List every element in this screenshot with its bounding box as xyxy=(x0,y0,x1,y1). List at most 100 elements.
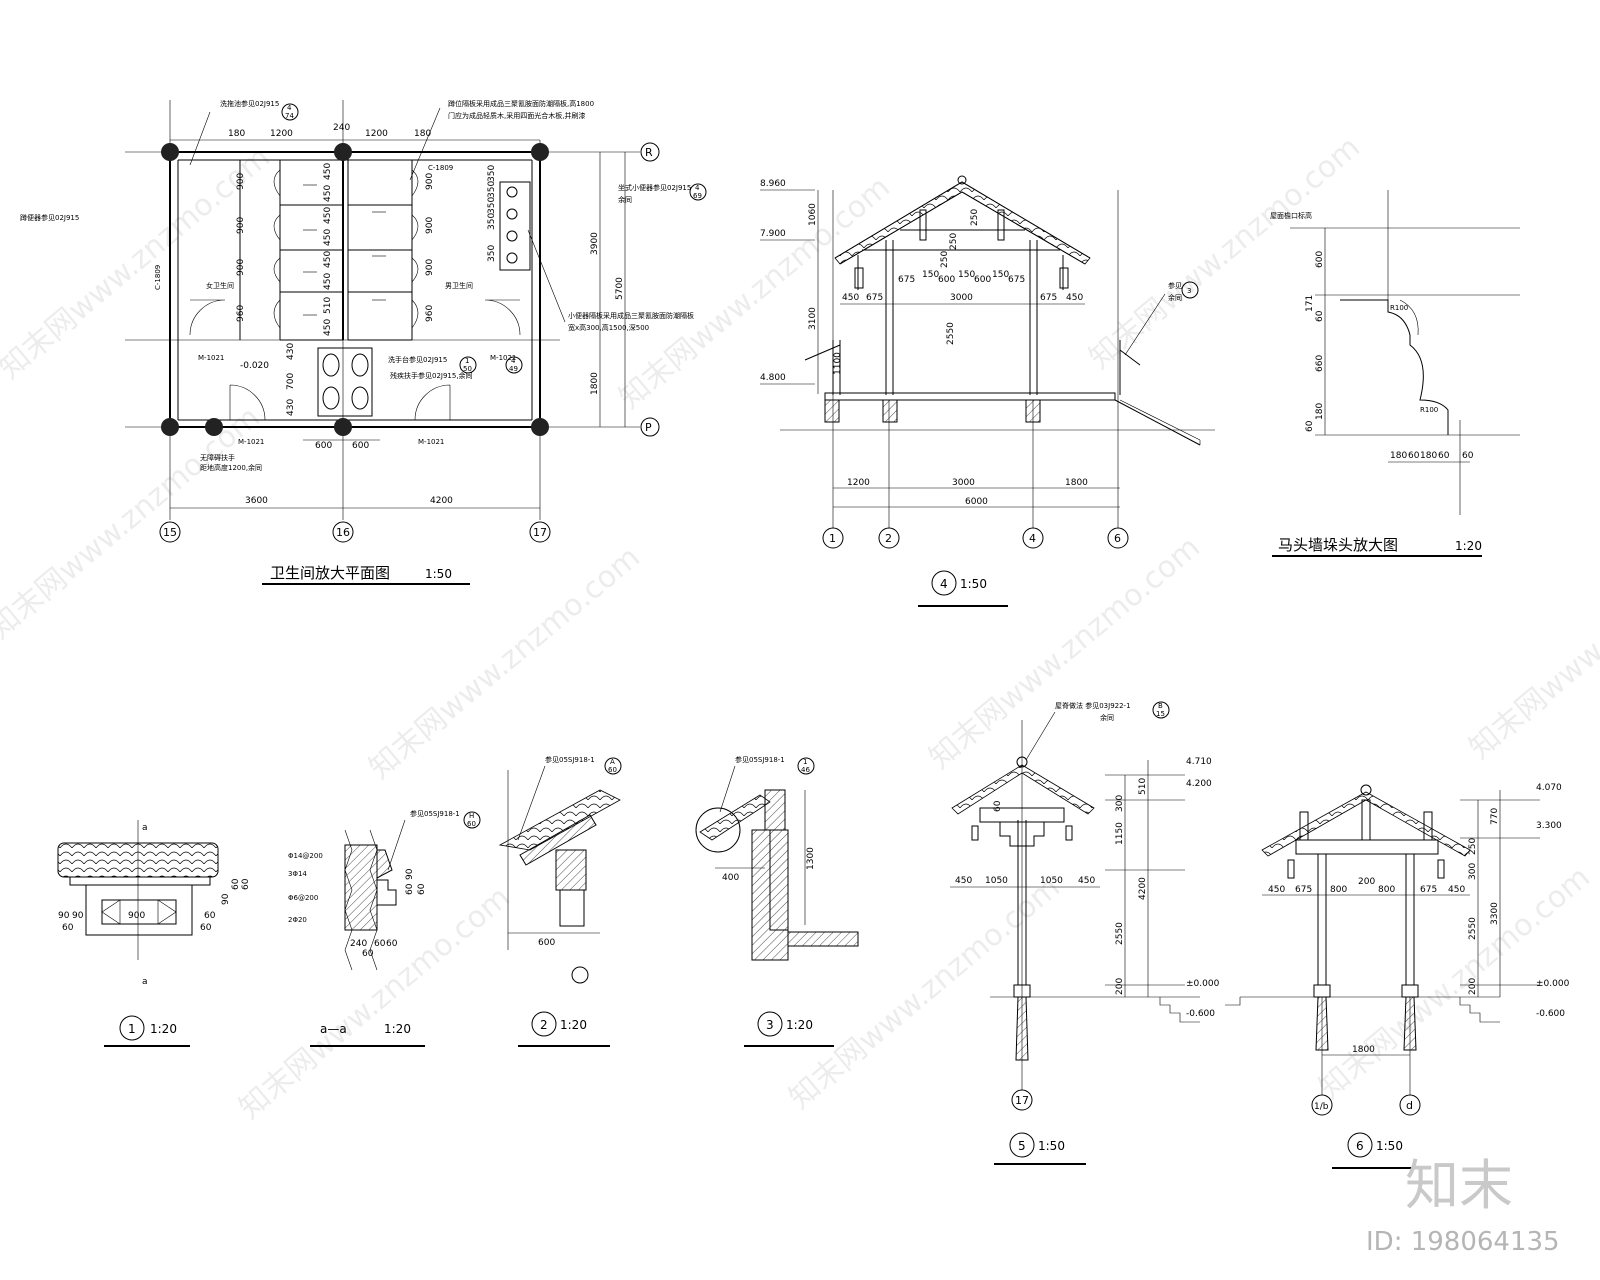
dim-text: 60 xyxy=(241,878,251,890)
dim-text: 90 xyxy=(221,893,231,905)
plan-note: 坐式小便器参见02J915 xyxy=(618,183,691,192)
detail-3: 1300 400 参见05SJ918-1 1 46 3 1:20 xyxy=(695,755,859,1047)
plan-note: 蹲便器参见02J915 xyxy=(20,213,79,222)
section-number: 5 xyxy=(1018,1139,1026,1153)
dim-text: 800 xyxy=(1378,885,1395,895)
callout-number: 4 xyxy=(695,184,700,192)
dim-text: 4200 xyxy=(430,496,453,506)
dim-text: 60 xyxy=(231,878,241,890)
callout-note: 余同 xyxy=(1100,713,1114,722)
dim-text: 675 xyxy=(1008,275,1025,285)
elevation-mark: -0.020 xyxy=(240,361,269,371)
elevation-mark: 7.900 xyxy=(760,229,786,239)
dim-text: 200 xyxy=(1468,978,1478,995)
horsehead-note: 屋面檐口标高 xyxy=(1270,211,1312,220)
dim-text: 430 xyxy=(286,343,296,360)
callout-number: H xyxy=(469,812,474,820)
dim-text: 60 xyxy=(1315,310,1325,322)
dim-text: 675 xyxy=(1420,885,1437,895)
callout-note: 参见05SJ918-1 xyxy=(545,755,595,764)
axis-label: R xyxy=(645,146,653,159)
detail-number: 1 xyxy=(128,1022,136,1036)
detail-aa: Φ14@200 3Φ14 Φ6@200 2Φ20 240 60 60 60 60… xyxy=(288,809,481,1047)
dim-text: 1050 xyxy=(1040,876,1063,886)
dim-text: 90 xyxy=(58,911,70,921)
plan-note: 残疾扶手参见02J915,余同 xyxy=(390,371,473,380)
dim-text: 350 xyxy=(487,181,497,198)
dim-text: 90 xyxy=(405,868,415,880)
plan-scale: 1:50 xyxy=(425,567,452,581)
axis-label: 2 xyxy=(885,532,892,545)
radius-label: R100 xyxy=(1390,304,1408,312)
dim-text: 60 xyxy=(993,800,1003,812)
dim-text: 600 xyxy=(352,441,369,451)
elevation-mark: ±0.000 xyxy=(1186,979,1220,989)
image-id-text: ID: 198064135 xyxy=(1366,1227,1560,1257)
detail-1: a a 900 90 90 60 60 60 60 60 90 1 1:20 xyxy=(57,820,251,1047)
dim-text: 1300 xyxy=(806,847,816,870)
dim-text: 240 xyxy=(350,939,367,949)
dim-text: 450 xyxy=(1448,885,1465,895)
dim-text: 450 xyxy=(323,273,333,290)
plan-title: 卫生间放大平面图 xyxy=(270,564,390,582)
axis-label: 17 xyxy=(533,526,547,539)
detail-number: a—a xyxy=(320,1022,347,1036)
dim-text: 600 xyxy=(538,938,555,948)
dim-text: 350 xyxy=(487,165,497,182)
plan-note: 蹲位隔板采用成品三聚氰胺面防潮隔板,高1800 xyxy=(448,99,594,108)
elevation-mark: 4.800 xyxy=(760,373,786,383)
callout-sheet: 15 xyxy=(1156,710,1165,718)
watermark-text: 知末网www.znzmo.com xyxy=(363,540,647,786)
axis-label: 4 xyxy=(1029,532,1036,545)
dim-text: 900 xyxy=(425,173,435,190)
dim-text: 180 xyxy=(1390,451,1407,461)
dim-text: 60 xyxy=(1438,451,1450,461)
axis-label: 17 xyxy=(1015,1094,1029,1107)
brand-logo-text: 知末 xyxy=(1405,1154,1513,1217)
dim-text: 150 xyxy=(992,270,1009,280)
dim-text: 60 xyxy=(374,939,386,949)
elevation-mark: 4.070 xyxy=(1536,783,1562,793)
dim-text: 900 xyxy=(236,173,246,190)
dim-text: 450 xyxy=(323,319,333,336)
rebar-label: 2Φ20 xyxy=(288,916,307,924)
detail-scale: 1:20 xyxy=(150,1022,177,1036)
plan-callouts: 4 74 4 69 1 50 4 49 xyxy=(189,103,707,374)
axis-label: P xyxy=(645,421,652,434)
dim-text: 180 xyxy=(1315,403,1325,420)
callout-note: 屋脊做法 参见03J922-1 xyxy=(1055,701,1131,710)
dim-text: 350 xyxy=(487,197,497,214)
dim-text: 60 xyxy=(405,883,415,895)
stall-row-left xyxy=(239,160,343,341)
door-label: M-1021 xyxy=(238,438,264,446)
callout-number: 4 xyxy=(511,357,516,365)
callout-number: 3 xyxy=(1187,287,1191,295)
axis-label: d xyxy=(1406,1099,1413,1112)
plan-note: 无障碍扶手 xyxy=(200,453,235,462)
callout-number: 4 xyxy=(287,104,292,112)
callout-sheet: 50 xyxy=(463,365,472,373)
callout-sheet: 46 xyxy=(801,766,810,774)
plan-doors xyxy=(189,299,521,421)
dim-text: 1060 xyxy=(808,203,818,226)
dim-text: 6000 xyxy=(965,497,988,507)
callout-sheet: 60 xyxy=(608,766,617,774)
dim-text: 450 xyxy=(323,251,333,268)
watermark-text: 知末网www.znzmo.com xyxy=(1463,520,1600,766)
dim-text: 250 xyxy=(1468,838,1478,855)
dim-text: 1200 xyxy=(365,129,388,139)
dim-text: 1200 xyxy=(270,129,293,139)
watermark-text: 知末网www.znzmo.com xyxy=(783,870,1067,1116)
axis-label: 6 xyxy=(1114,532,1121,545)
dim-text: 60 xyxy=(204,911,216,921)
dim-text: 600 xyxy=(938,275,955,285)
dim-text: 250 xyxy=(940,251,950,268)
plan-note: 洗手台参见02J915 xyxy=(388,355,447,364)
dim-text: 5700 xyxy=(615,277,625,300)
dim-text: 1050 xyxy=(985,876,1008,886)
dim-text: 960 xyxy=(236,305,246,322)
callout-number: A xyxy=(610,758,615,766)
dim-text: 960 xyxy=(425,305,435,322)
dim-text: 450 xyxy=(955,876,972,886)
